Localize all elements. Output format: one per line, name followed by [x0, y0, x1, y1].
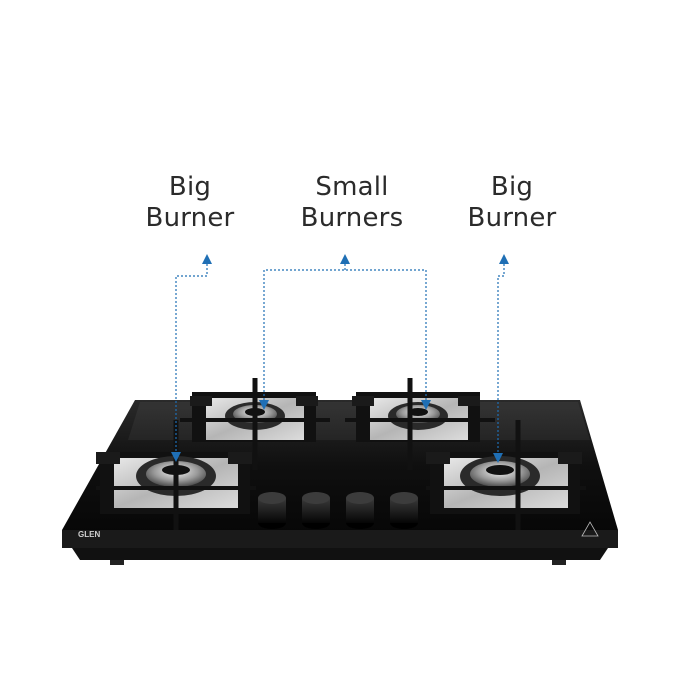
arrow-up-icon — [499, 254, 509, 264]
big-burner-label-right: Big Burner — [457, 172, 567, 234]
small-burners-label: Small Burners — [292, 172, 412, 234]
label-line: Big — [168, 172, 212, 202]
label-line: Burner — [145, 203, 235, 233]
big-burner-label-left: Big Burner — [140, 172, 240, 234]
label-line: Burners — [300, 203, 404, 233]
small-burner-top-left — [180, 378, 330, 470]
control-knobs — [258, 492, 418, 529]
arrowheads — [171, 254, 509, 463]
knob — [390, 492, 418, 529]
small-burner-top-right — [345, 378, 495, 470]
brand-logo: GLEN — [78, 530, 100, 539]
callout-small — [263, 269, 427, 404]
callout-right-big — [497, 262, 505, 456]
knob — [346, 492, 374, 529]
knob — [302, 492, 330, 529]
callout-lines — [175, 262, 505, 456]
big-burner-bottom-left — [96, 420, 256, 530]
callout-left-big — [175, 262, 208, 455]
warning-triangle-icon — [581, 521, 599, 537]
knob — [258, 492, 286, 529]
arrow-up-icon — [202, 254, 212, 264]
arrow-down-icon — [421, 400, 431, 410]
label-line: Small — [315, 172, 389, 202]
arrow-down-icon — [171, 452, 181, 462]
label-line: Big — [490, 172, 534, 202]
arrow-down-icon — [259, 400, 269, 410]
arrow-down-icon — [493, 453, 503, 463]
label-line: Burner — [467, 203, 557, 233]
big-burner-bottom-right — [426, 420, 586, 530]
arrow-up-icon — [340, 254, 350, 264]
